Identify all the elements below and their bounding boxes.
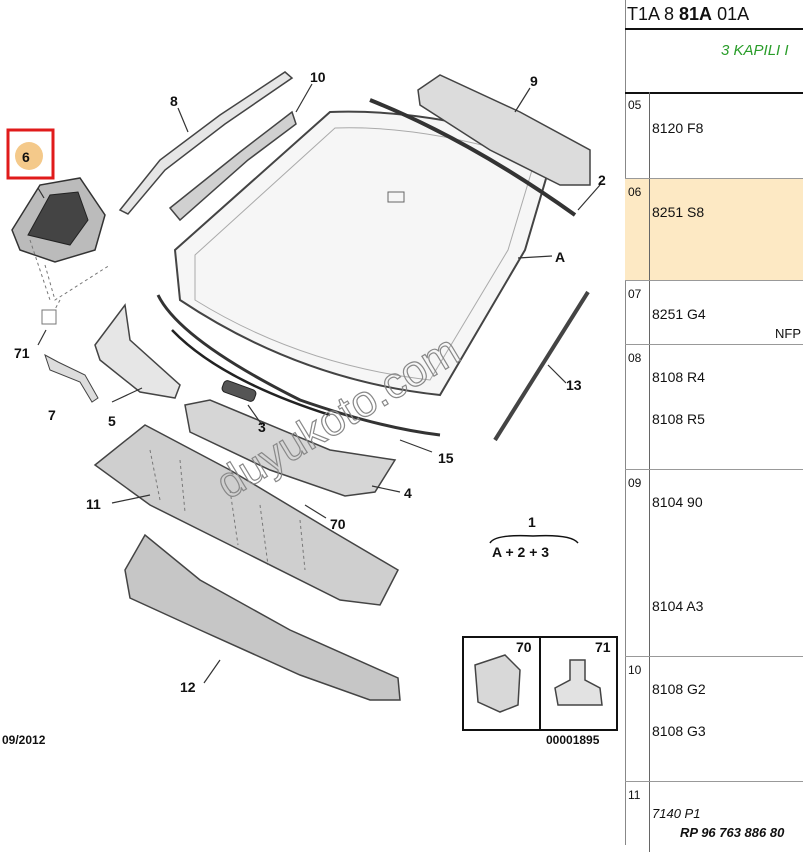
label-A: A	[555, 249, 565, 265]
part-code[interactable]: 8108 G2	[652, 681, 706, 697]
part-code[interactable]: 8120 F8	[652, 120, 704, 136]
label-70: 70	[330, 516, 346, 532]
label-A-2-3: A + 2 + 3	[492, 544, 549, 560]
parts-row-10[interactable]: 10 8108 G2 8108 G3	[625, 657, 803, 782]
label-3: 3	[258, 419, 266, 435]
label-2: 2	[598, 172, 606, 188]
variant-subtitle-text: 3 KAPILI I	[721, 42, 789, 59]
row-number: 11	[628, 788, 641, 802]
part-code[interactable]: 8251 G4	[652, 306, 706, 322]
rp-part-number[interactable]: RP 96 763 886 80	[680, 825, 785, 840]
windshield-inner-line	[194, 127, 536, 381]
clip-part-3	[221, 380, 257, 402]
part-code[interactable]: 8108 G3	[652, 723, 706, 739]
part-code[interactable]: 8251 S8	[652, 204, 705, 220]
ref-header-c: 01A	[712, 4, 750, 24]
parts-row-05[interactable]: 05 8120 F8	[625, 92, 803, 179]
ref-header-b: 81A	[679, 4, 713, 24]
vent-grille-part-6	[27, 191, 89, 246]
panel-edge	[608, 0, 626, 845]
label-6: 6	[22, 149, 30, 165]
highlight-box-6	[6, 128, 55, 180]
label-10: 10	[310, 69, 326, 85]
row-number: 06	[628, 185, 642, 199]
row-divider	[649, 281, 650, 344]
bracket-part-10	[168, 110, 297, 222]
label-71: 71	[14, 345, 30, 361]
row-divider	[649, 179, 650, 280]
row-number: 07	[628, 287, 642, 301]
parts-row-06[interactable]: 06 8251 S8	[625, 179, 803, 281]
diagram-ref-code: 00001895	[546, 733, 600, 747]
inset-label-70: 70	[516, 639, 532, 655]
side-moulding-13	[493, 290, 590, 442]
row-number: 05	[628, 98, 642, 112]
part-code[interactable]: 7140 P1	[652, 806, 701, 821]
variant-subtitle: 3 KAPILI I	[625, 28, 803, 94]
trim-part-8	[118, 71, 294, 215]
nfp-note: NFP	[775, 326, 801, 341]
parts-row-07[interactable]: 07 8251 G4 NFP	[625, 281, 803, 345]
clip-71-drawing	[554, 659, 603, 706]
inset-label-71: 71	[595, 639, 611, 655]
row-number: 09	[628, 476, 642, 490]
row-divider	[649, 782, 650, 852]
cowl-panel-part-9	[417, 74, 591, 186]
row-divider	[649, 657, 650, 781]
ref-header: T1A 8 81A 01A	[625, 0, 749, 28]
leader-lines	[37, 83, 601, 684]
parts-row-08[interactable]: 08 8108 R4 8108 R5	[625, 345, 803, 470]
row-divider	[649, 470, 650, 656]
label-12: 12	[180, 679, 196, 695]
label-15: 15	[438, 450, 454, 466]
label-7: 7	[48, 407, 56, 423]
cover-part-5	[94, 303, 181, 399]
label-11: 11	[86, 496, 101, 512]
part-code[interactable]: 8108 R5	[652, 411, 705, 427]
projection-lines	[29, 239, 111, 326]
lower-seal-strip-15	[156, 294, 441, 437]
part-code[interactable]: 8108 R4	[652, 369, 705, 385]
lower-seal-strip-inner	[171, 329, 331, 417]
row-number: 10	[628, 663, 642, 677]
cowl-panel-part-12	[124, 533, 401, 701]
cowl-panel-holes	[149, 449, 306, 571]
upper-seal-strip-2	[369, 98, 577, 217]
parts-row-09[interactable]: 09 8104 90 8104 A3	[625, 470, 803, 657]
diagram-date: 09/2012	[2, 733, 46, 747]
label-8: 8	[170, 93, 178, 109]
windshield-sensor	[387, 191, 405, 203]
parts-exploded-diagram: 6 8 10 9 2 A 71 7 5 3 13 15 4 11 70 1 A …	[2, 69, 618, 747]
windshield-glass	[173, 110, 557, 397]
part-code[interactable]: 8104 A3	[652, 598, 704, 614]
label-4: 4	[404, 485, 412, 501]
bracket-part-7	[44, 353, 99, 403]
label-1: 1	[528, 514, 536, 530]
cowl-trim-part-4	[184, 399, 397, 497]
part-code[interactable]: 8104 90	[652, 494, 703, 510]
clip-71-small	[41, 309, 57, 325]
cowl-panel-part-11	[93, 424, 399, 606]
brace-1	[489, 534, 579, 544]
row-divider	[649, 345, 650, 469]
row-divider	[649, 92, 650, 178]
label-13: 13	[566, 377, 582, 393]
clip-70-drawing	[474, 654, 521, 713]
highlight-badge-6	[15, 142, 43, 170]
parts-row-11[interactable]: 11 7140 P1 RP 96 763 886 80	[625, 782, 803, 852]
label-9: 9	[530, 73, 538, 89]
ref-header-a: T1A 8	[627, 4, 680, 24]
row-number: 08	[628, 351, 642, 365]
label-5: 5	[108, 413, 116, 429]
